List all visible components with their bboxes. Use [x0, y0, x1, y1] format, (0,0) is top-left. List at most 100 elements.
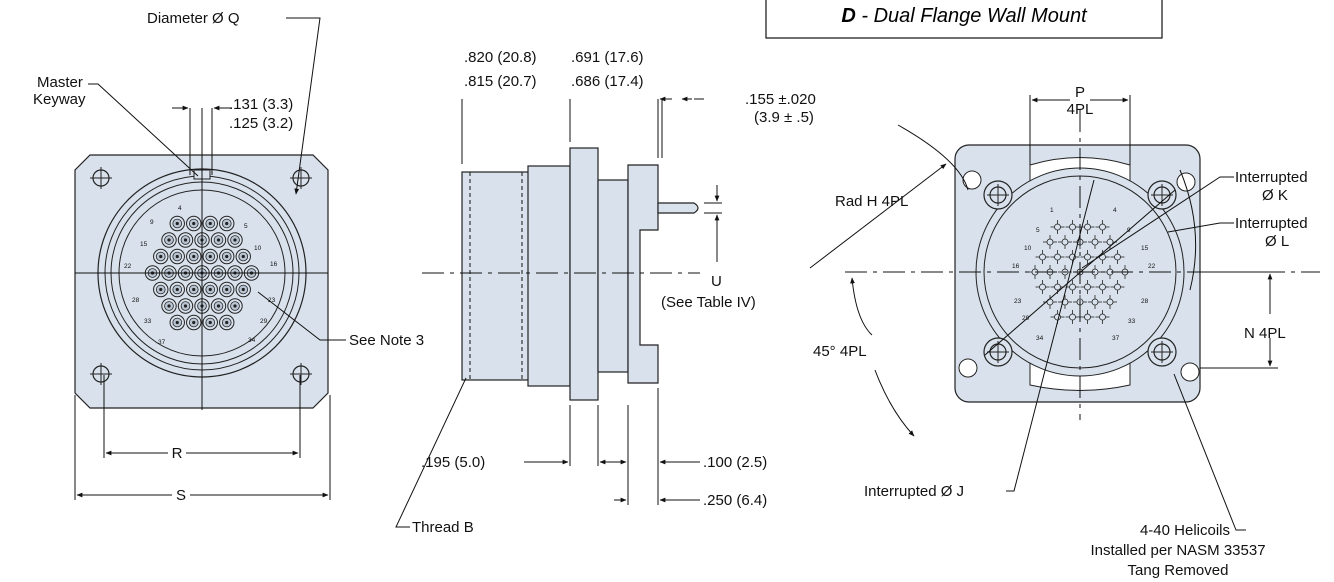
side-shell: [597, 179, 629, 373]
rear-pin-label: 5: [1036, 227, 1040, 234]
master-keyway-label-2: Keyway: [33, 91, 86, 108]
dim-820: .820 (20.8): [464, 49, 537, 66]
front-contact: [186, 281, 202, 298]
front-contact: [177, 298, 194, 314]
front-pin-label: 10: [254, 245, 262, 252]
rear-pin-label: 33: [1128, 318, 1136, 325]
dim-p: P: [1075, 84, 1085, 101]
helicoil-hole-icon: [1147, 337, 1177, 367]
see-table-iv: (See Table IV): [661, 294, 756, 311]
rear-terminal: [1095, 220, 1110, 234]
front-contact: [210, 232, 227, 248]
front-contact: [235, 248, 251, 265]
front-contact: [219, 314, 235, 331]
interrupted-l-label: Interrupted: [1235, 215, 1308, 232]
dim-155-mm: (3.9 ± .5): [754, 109, 814, 126]
front-pin-label: 9: [150, 219, 154, 226]
front-mount-holes: [90, 167, 312, 385]
front-pin-label: 33: [144, 318, 152, 325]
crosshair-icon: [987, 184, 1009, 206]
front-contact: [186, 248, 202, 265]
flange-relief: [1176, 172, 1196, 192]
side-contact-tail: [657, 202, 699, 214]
side-body: [527, 165, 571, 387]
rear-terminal: [1065, 280, 1080, 294]
rear-terminal: [1095, 280, 1110, 294]
rear-pin-label: 15: [1141, 245, 1149, 252]
rear-pin-label: 34: [1036, 335, 1044, 342]
front-contact: [161, 298, 177, 314]
mount-hole-icon: [90, 167, 112, 189]
title-code: D: [841, 5, 855, 27]
front-contact: [153, 248, 169, 265]
side-view: .820 (20.8) .815 (20.7) .691 (17.6) .686…: [395, 49, 816, 536]
front-contact: [202, 314, 218, 331]
helicoil-1: 4-40 Helicoils: [1140, 522, 1230, 539]
helicoil-3: Tang Removed: [1128, 562, 1229, 579]
front-contact: [169, 248, 185, 265]
rear-pin-label: 16: [1012, 263, 1020, 270]
front-pin-label: 34: [248, 337, 256, 344]
front-contact: [161, 232, 177, 248]
rad-h-label: Rad H 4PL: [835, 193, 908, 210]
rear-terminal: [1080, 220, 1095, 234]
side-flange-1: [569, 147, 599, 401]
dim-n-4pl: N 4PL: [1244, 325, 1286, 342]
front-pin-label: 16: [270, 261, 278, 268]
front-contact: [186, 215, 202, 232]
interrupted-j-label: Interrupted Ø J: [864, 483, 964, 500]
rear-pin-label: 29: [1022, 315, 1030, 322]
side-coupling-nut: [461, 171, 531, 381]
dim-s: S: [176, 487, 186, 504]
rear-pin-label: 22: [1148, 263, 1156, 270]
rear-terminal: [1103, 295, 1117, 309]
front-pin-label: 29: [260, 318, 268, 325]
front-contact: [202, 248, 218, 265]
rear-terminal: [1058, 235, 1072, 249]
rear-pin-label: 28: [1141, 298, 1149, 305]
rear-pin-label: 10: [1024, 245, 1032, 252]
helicoil-hole-icon: [1147, 180, 1177, 210]
rear-terminal: [1080, 250, 1095, 264]
title-box: D - Dual Flange Wall Mount: [765, 0, 1163, 39]
front-contact: [219, 215, 235, 232]
front-pin-label: 5: [244, 223, 248, 230]
rear-pin-label: 4: [1113, 207, 1117, 214]
flange-relief: [958, 358, 978, 378]
rear-terminal: [1035, 250, 1050, 264]
dim-155: .155 ±.020: [745, 91, 816, 108]
front-pin-label: 23: [268, 297, 276, 304]
helicoil-hole-icon: [983, 337, 1013, 367]
front-contact: [169, 281, 185, 298]
front-contact: [227, 232, 243, 248]
rear-terminal: [1088, 295, 1102, 309]
rear-terminal: [1065, 220, 1080, 234]
rear-terminal: [1080, 280, 1095, 294]
thread-b: Thread B: [412, 519, 474, 536]
rear-terminal: [1058, 295, 1072, 309]
master-keyway-label-1: Master: [37, 74, 83, 91]
rear-terminal: [1103, 265, 1117, 279]
mount-hole-icon: [90, 363, 112, 385]
side-flange-2: [627, 164, 659, 384]
front-contact: [169, 314, 185, 331]
dim-u: U: [711, 273, 722, 290]
front-pin-label: 4: [178, 205, 182, 212]
dim-125: .125 (3.2): [229, 115, 293, 132]
diameter-q-label: Diameter Ø Q: [147, 10, 240, 27]
front-pin-label: 15: [140, 241, 148, 248]
dim-131: .131 (3.3): [229, 96, 293, 113]
rear-terminal: [1050, 250, 1065, 264]
dim-r: R: [172, 445, 183, 462]
rear-pin-label: 23: [1014, 298, 1022, 305]
rear-terminal: [1080, 310, 1095, 324]
title-text: D - Dual Flange Wall Mount: [841, 5, 1088, 27]
rear-pin-label: 37: [1112, 335, 1120, 342]
see-note-3: See Note 3: [349, 332, 424, 349]
front-contact: [219, 248, 235, 265]
dim-250: .250 (6.4): [703, 492, 767, 509]
mount-hole-icon: [290, 363, 312, 385]
